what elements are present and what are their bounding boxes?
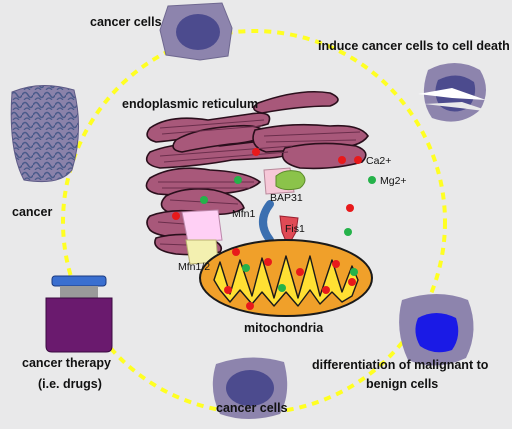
label-cancer: cancer bbox=[12, 205, 53, 219]
label-cancer-therapy: cancer therapy bbox=[22, 356, 111, 370]
label-endoplasmic-reticulum: endoplasmic reticulum bbox=[122, 97, 259, 111]
label-drugs: (i.e. drugs) bbox=[38, 377, 102, 391]
cancer-cell-bottom bbox=[212, 357, 288, 419]
label-mfn1: Mfn1 bbox=[232, 208, 256, 220]
label-fis1: Fis1 bbox=[285, 223, 305, 235]
magnesium-ions bbox=[200, 176, 376, 292]
tether-complex bbox=[181, 167, 306, 265]
label-differentiation: differentiation of malignant to bbox=[312, 358, 489, 372]
label-mg2: Mg2+ bbox=[380, 175, 407, 187]
label-mfn1-2: Mfn1/2 bbox=[178, 261, 211, 273]
endoplasmic-reticulum bbox=[145, 90, 369, 256]
dying-cancer-cell bbox=[418, 63, 492, 122]
cancer-cell-top bbox=[159, 2, 233, 61]
drug-vial bbox=[45, 275, 113, 353]
label-ca2: Ca2+ bbox=[366, 155, 392, 167]
label-cancer-cells-bottom: cancer cells bbox=[216, 401, 288, 415]
benign-cell bbox=[399, 294, 474, 366]
label-benign-cells: benign cells bbox=[366, 377, 439, 391]
mitochondria bbox=[199, 239, 373, 317]
label-mitochondria: mitochondria bbox=[244, 321, 324, 335]
label-cancer-cells-top: cancer cells bbox=[90, 15, 162, 29]
cancer-tissue bbox=[10, 84, 79, 183]
calcium-ions bbox=[172, 148, 362, 310]
dashed-circle bbox=[61, 29, 447, 415]
label-bap31: BAP31 bbox=[270, 192, 303, 204]
label-induce-cell-death: induce cancer cells to cell death bbox=[318, 39, 510, 53]
